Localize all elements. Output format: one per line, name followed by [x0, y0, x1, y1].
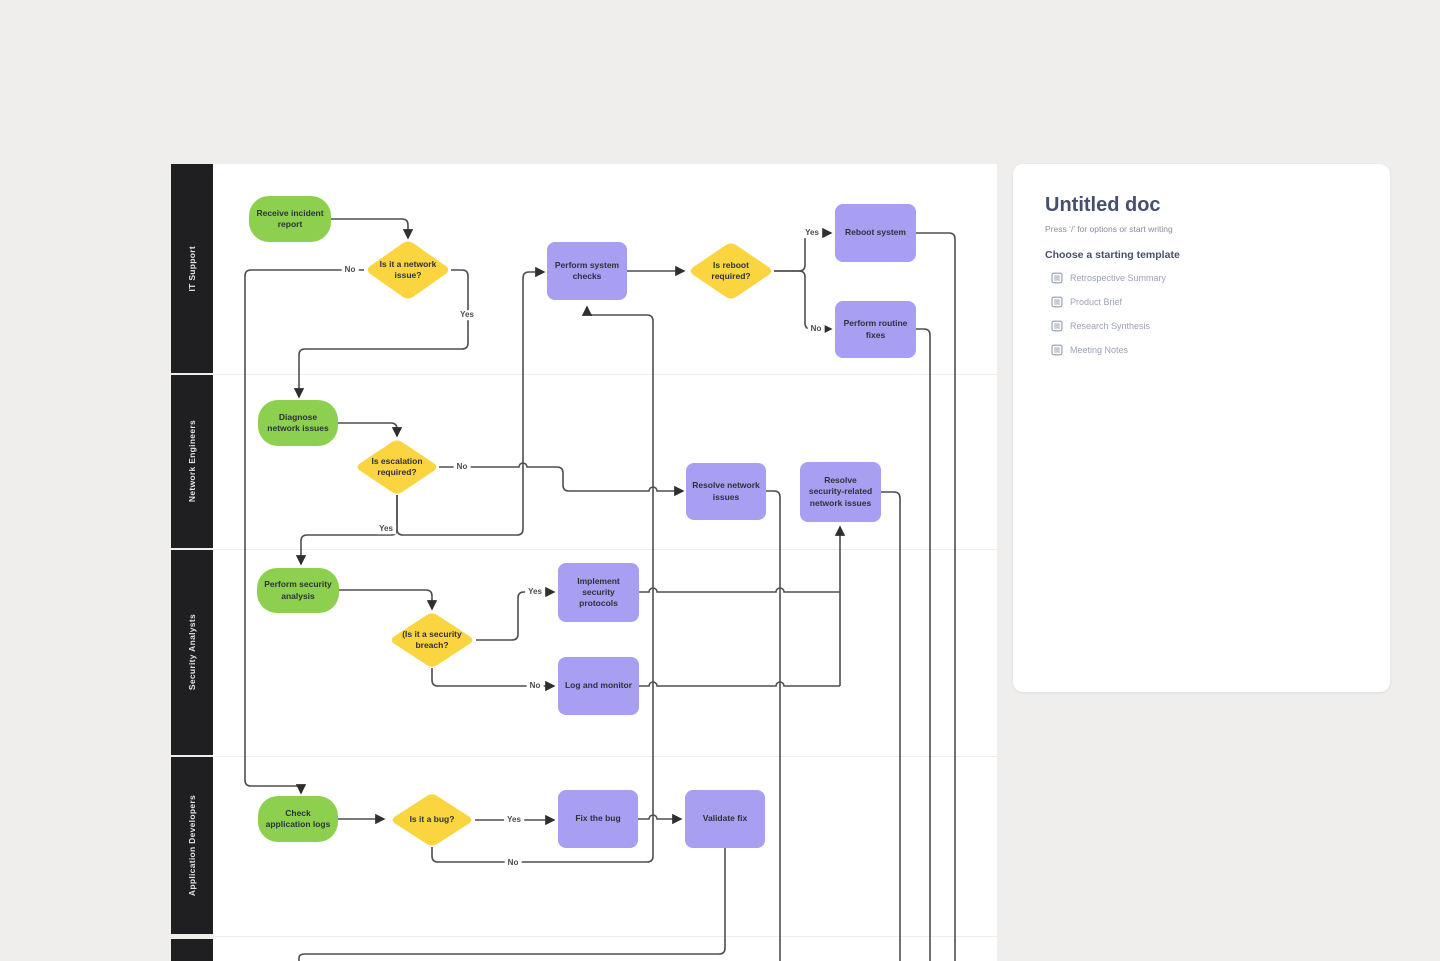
node-label: Diagnose network issues — [267, 411, 329, 433]
lane-label-it-support[interactable]: IT Support — [171, 164, 213, 373]
doc-template-icon — [1051, 344, 1063, 356]
edge-label-no: No — [453, 462, 471, 472]
doc-editor-placeholder[interactable]: Press ‘/’ for options or start writing — [1045, 224, 1173, 234]
node-perform-system-checks[interactable]: Perform system checks — [547, 242, 627, 300]
node-resolve-security-related-network-issues[interactable]: Resolve security-related network issues — [800, 462, 881, 522]
doc-title[interactable]: Untitled doc — [1045, 194, 1161, 216]
node-label: Perform system checks — [554, 259, 620, 281]
node-label: Resolve network issues — [692, 480, 760, 502]
node-is-it-a-security-breach[interactable]: (Is it a security breach? — [388, 612, 476, 668]
node-label: (Is it a security breach? — [402, 628, 462, 650]
node-validate-fix[interactable]: Validate fix — [685, 790, 765, 848]
node-label: Receive incident report — [256, 207, 324, 229]
edge-label-yes: Yes — [525, 587, 545, 597]
template-item-product-brief[interactable]: Product Brief — [1051, 296, 1358, 308]
doc-panel: Untitled doc Press ‘/’ for options or st… — [1013, 164, 1390, 692]
node-label: Is escalation required? — [371, 455, 423, 477]
lane-label-security-analysts[interactable]: Security Analysts — [171, 550, 213, 755]
node-is-escalation-required[interactable]: Is escalation required? — [354, 439, 440, 495]
edge-label-yes: Yes — [457, 310, 477, 320]
doc-template-icon — [1051, 296, 1063, 308]
lane-separator — [213, 936, 997, 937]
template-item-label: Meeting Notes — [1070, 345, 1129, 355]
templates-heading: Choose a starting template — [1045, 249, 1180, 261]
lane-label-text: Network Engineers — [187, 420, 197, 503]
lane-label-network-engineers[interactable]: Network Engineers — [171, 375, 213, 548]
node-resolve-network-issues[interactable]: Resolve network issues — [686, 463, 766, 520]
node-label: Reboot system — [845, 227, 906, 238]
diamond-shape — [690, 243, 772, 299]
node-fix-the-bug[interactable]: Fix the bug — [558, 790, 638, 848]
node-perform-routine-fixes[interactable]: Perform routine fixes — [835, 301, 916, 358]
edge-label-no: No — [526, 681, 544, 691]
lane-label-text: Application Developers — [187, 794, 197, 897]
node-label: Is reboot required? — [711, 259, 751, 281]
node-label: Perform security analysis — [264, 579, 332, 601]
node-is-it-a-network-issue[interactable]: Is it a network issue? — [364, 240, 452, 300]
lane-label-application-developers[interactable]: Application Developers — [171, 757, 213, 934]
template-item-meeting-notes[interactable]: Meeting Notes — [1051, 344, 1358, 356]
node-reboot-system[interactable]: Reboot system — [835, 204, 916, 262]
node-label: Perform routine fixes — [843, 318, 908, 340]
node-label: Log and monitor — [564, 680, 633, 691]
node-is-reboot-required[interactable]: Is reboot required? — [687, 242, 775, 300]
node-is-it-a-bug[interactable]: Is it a bug? — [389, 793, 475, 847]
template-item-research-synthesis[interactable]: Research Synthesis — [1051, 320, 1358, 332]
node-implement-security-protocols[interactable]: Implement security protocols — [558, 563, 639, 622]
edge-label-no: No — [807, 324, 825, 334]
node-receive-incident-report[interactable]: Receive incident report — [249, 196, 331, 242]
lane-separator — [213, 374, 997, 375]
edge-label-yes: Yes — [376, 524, 396, 534]
template-item-label: Retrospective Summary — [1070, 273, 1167, 283]
node-label: Fix the bug — [575, 813, 621, 824]
node-label: Resolve security-related network issues — [808, 475, 873, 508]
template-item-label: Research Synthesis — [1070, 321, 1151, 331]
template-item-retrospective-summary[interactable]: Retrospective Summary — [1051, 272, 1358, 284]
doc-template-icon — [1051, 320, 1063, 332]
template-item-label: Product Brief — [1070, 297, 1123, 307]
edge-label-yes: Yes — [504, 815, 524, 825]
node-log-and-monitor[interactable]: Log and monitor — [558, 657, 639, 715]
node-label: Validate fix — [702, 813, 748, 824]
edge-label-no: No — [341, 265, 359, 275]
node-perform-security-analysis[interactable]: Perform security analysis — [257, 568, 339, 613]
lane-separator — [213, 756, 997, 757]
node-check-application-logs[interactable]: Check application logs — [258, 796, 338, 842]
lane-label-text: IT Support — [187, 245, 197, 292]
lane-label-bottom[interactable] — [171, 939, 213, 961]
node-label: Is it a bug? — [409, 814, 455, 825]
node-label: Is it a network issue? — [379, 258, 437, 280]
doc-template-icon — [1051, 272, 1063, 284]
node-diagnose-network-issues[interactable]: Diagnose network issues — [258, 400, 338, 446]
lane-label-text: Security Analysts — [187, 614, 197, 691]
edge-label-yes: Yes — [802, 228, 822, 238]
lane-separator — [213, 549, 997, 550]
node-label: Check application logs — [265, 807, 331, 829]
edge-label-no: No — [504, 858, 522, 868]
node-label: Implement security protocols — [577, 575, 620, 609]
